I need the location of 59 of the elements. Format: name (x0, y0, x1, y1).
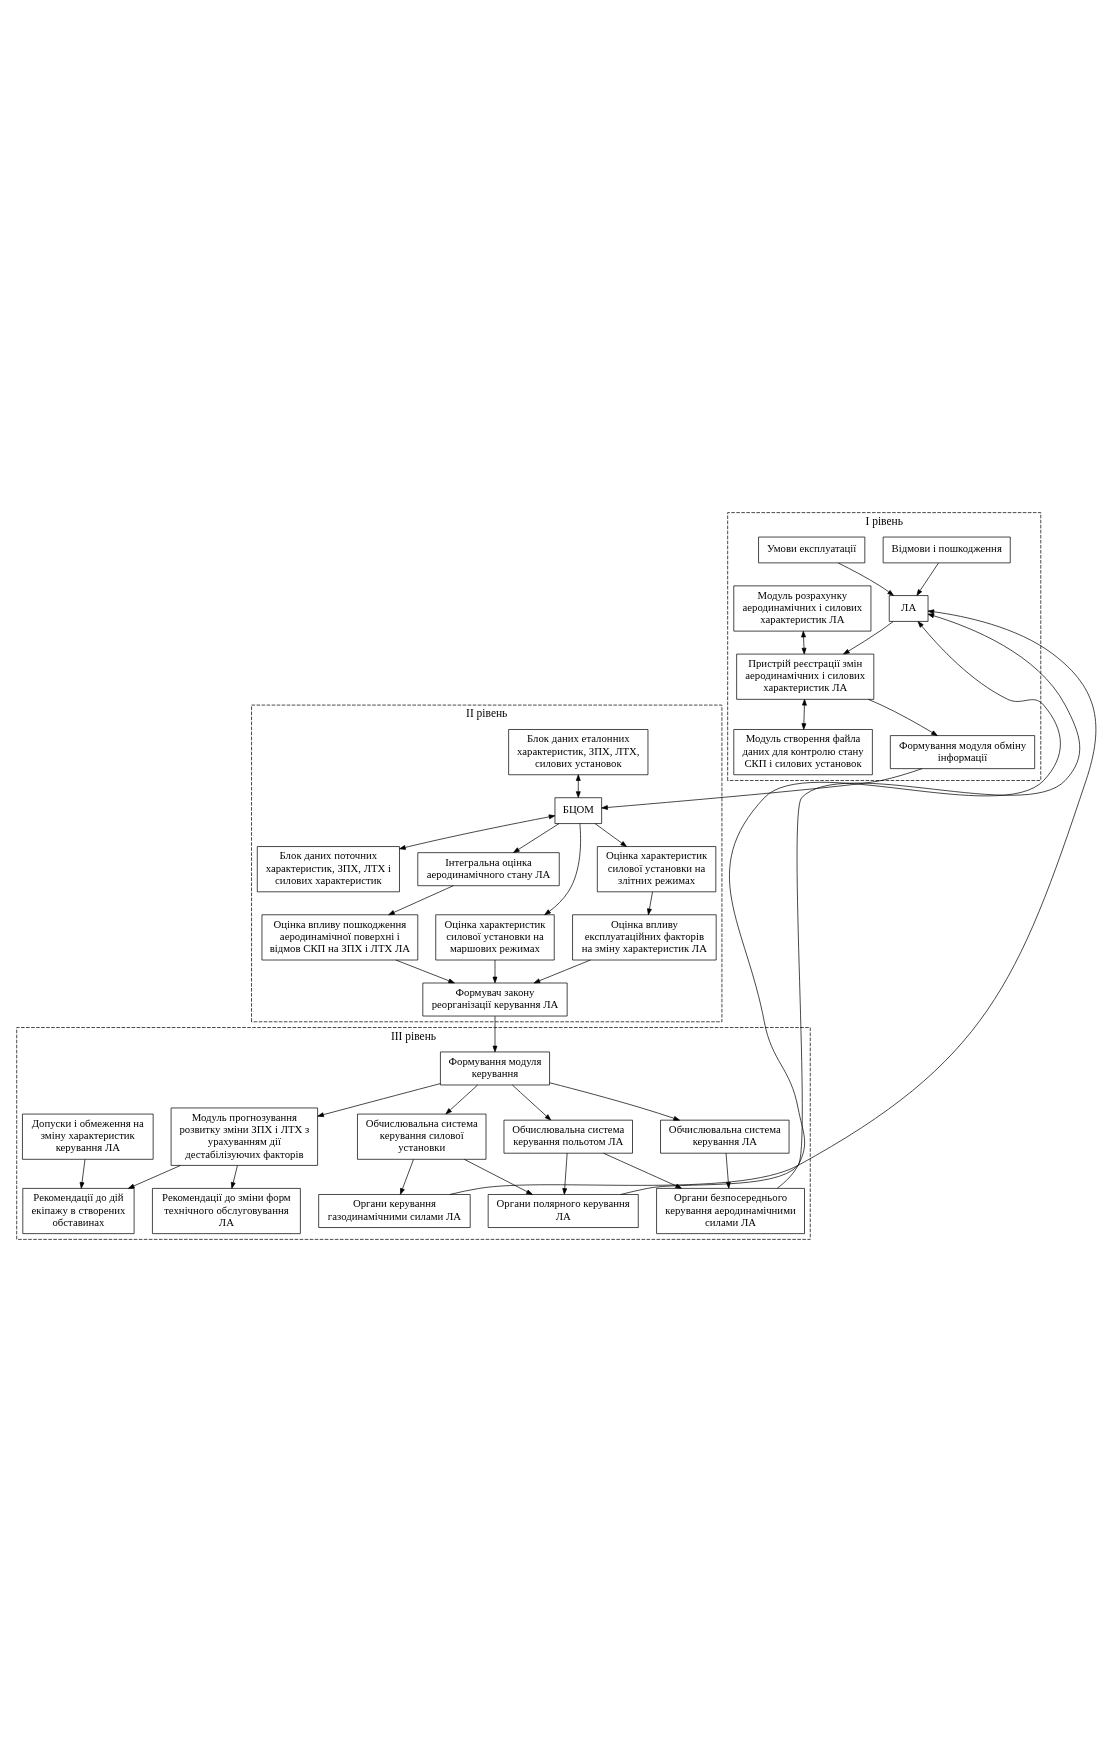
node-box: Формування модуля обміну інформації (889, 734, 1036, 769)
arrow (449, 608, 1097, 1195)
arrow (533, 959, 591, 983)
node-box: Пристрій реєстрації змін аеродинамічних і силових характеристик ЛА (736, 653, 875, 700)
arrow (128, 1164, 181, 1189)
node-box: Допуски і обмеження на зміну характеристик керування ЛА (22, 1113, 154, 1160)
arrow (317, 1082, 441, 1117)
node-box: Модуль розрахунку аеродинамічних і силових характеристик ЛА (733, 585, 872, 631)
node-box: БЦОМ (554, 796, 602, 824)
arrow (594, 822, 627, 847)
node-box: Рекомендації до дій екіпажу в створених обставинах (22, 1187, 135, 1234)
node-box: Формувач закону реорганізації керування ЛА (422, 982, 568, 1016)
arrow (601, 767, 923, 810)
node-box: Модуль прогнозування розвитку зміни ЗПХ і ЛТХ з урахуванням дії дестабілізуючих факторів (170, 1107, 318, 1166)
node-box: Оцінка характеристик силової установки на злітних режимах (596, 845, 717, 892)
arrow (513, 822, 560, 853)
node-box: Оцінка впливу експлуатаційних факторів на зміну характеристик ЛА (572, 913, 717, 960)
node-box: Органи безпосереднього керування аеродинамічними силами ЛА (656, 1187, 805, 1234)
arrow (801, 698, 807, 730)
node-box: Органи керування газодинамічними силами ЛА (318, 1193, 471, 1228)
arrow (729, 620, 1061, 1188)
arrow (843, 620, 894, 654)
node-box: Обчислювальна система керування силової установки (357, 1113, 487, 1160)
node-box: Органи полярного керування ЛА (487, 1193, 639, 1228)
arrow (647, 891, 653, 915)
arrow (79, 1158, 86, 1189)
arrow (512, 1084, 552, 1120)
node-box: Модуль створення файла даних для контролю стану СКП і силових установок (733, 728, 873, 775)
arrow (620, 612, 1081, 1195)
node-box: Обчислювальна система керування ЛА (660, 1119, 790, 1154)
arrow (400, 1158, 414, 1195)
arrow (445, 1084, 478, 1114)
arrow (837, 562, 894, 596)
node-box: Умови експлуатації (758, 536, 866, 563)
arrow (562, 1152, 568, 1195)
arrow (492, 959, 498, 983)
node-box: Обчислювальна система керування польотом ЛА (503, 1119, 633, 1154)
arrow (544, 822, 581, 915)
arrow (916, 562, 939, 596)
node-box: Оцінка впливу пошкодження аеродинамічної поверхні і відмов СКП на ЗПХ і ЛТХ ЛА (261, 913, 419, 960)
arrow (230, 1164, 238, 1189)
node-box: Формування модуля керування (440, 1051, 550, 1085)
arrow (603, 1152, 682, 1189)
node-box: Оцінка характеристик силової установки на маршових режимах (435, 913, 555, 960)
node-box: Інтегральна оцінка аеродинамічного стану ЛА (417, 851, 560, 886)
node-box: Рекомендації до зміни форм технічного обслуговування ЛА (152, 1187, 301, 1234)
arrow (464, 1158, 533, 1195)
node-box: Блок даних поточних характеристик, ЗПХ, ЛТХ і силових характеристик (256, 845, 400, 892)
arrow (388, 884, 454, 915)
node-box: Блок даних еталонних характеристик, ЗПХ, ЛТХ, силових установок (508, 728, 649, 775)
arrow (492, 1015, 498, 1052)
node-box: ЛА (888, 594, 929, 622)
node-box: Відмови і пошкодження (882, 536, 1011, 563)
arrow (575, 773, 581, 798)
arrow (867, 698, 938, 736)
arrow (399, 814, 556, 850)
arrow (395, 959, 455, 983)
arrow (549, 1081, 680, 1121)
arrow (801, 630, 807, 654)
